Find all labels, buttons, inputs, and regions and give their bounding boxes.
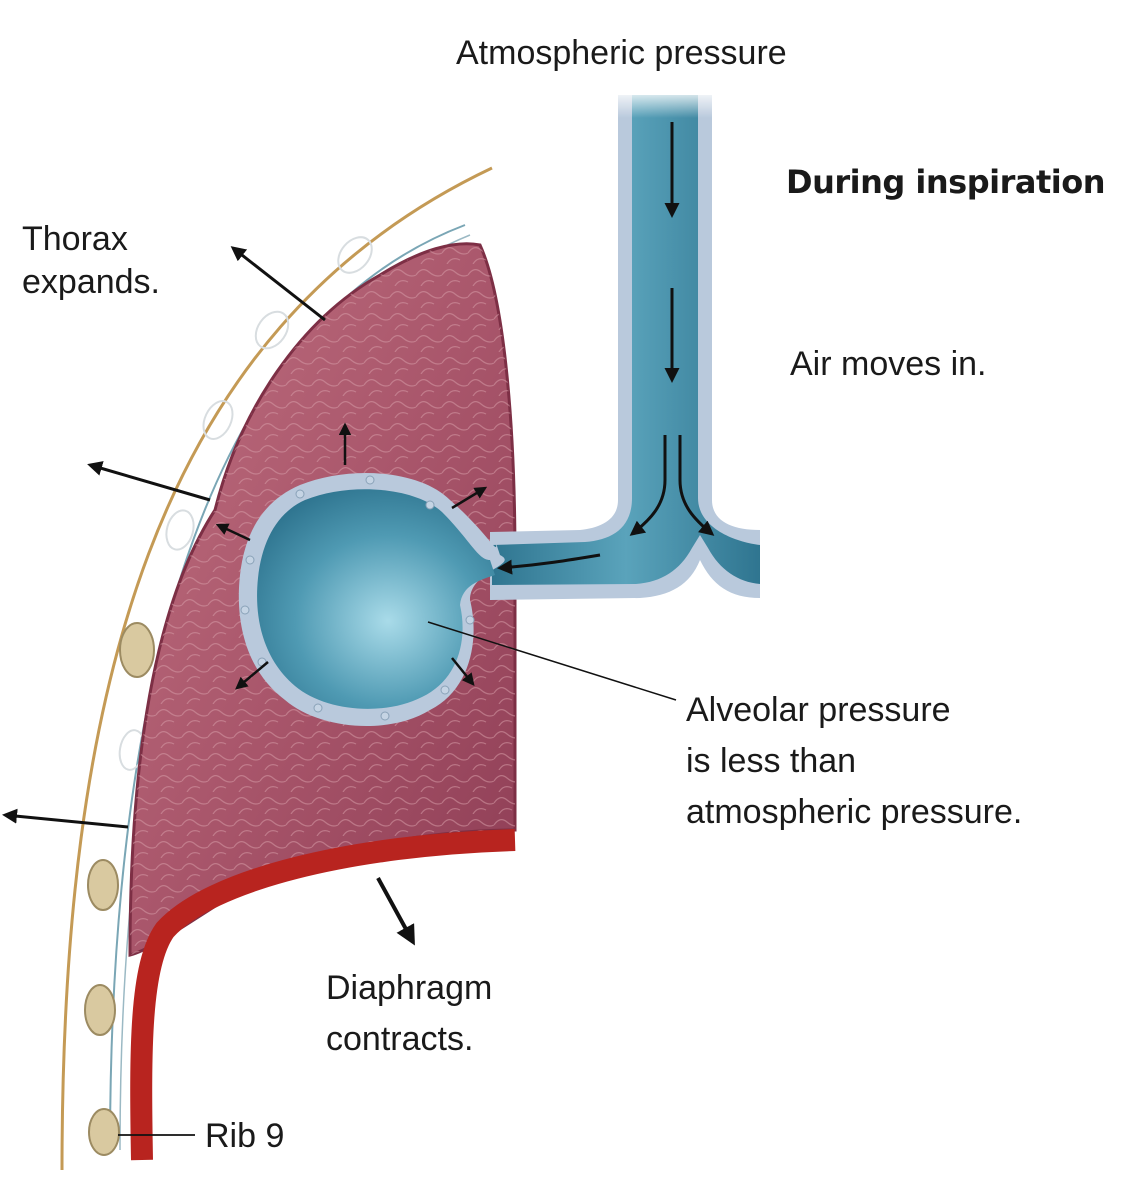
diaphragm-contracts-label: Diaphragm contracts. [326, 963, 492, 1065]
thorax-expands-line-1: Thorax [22, 220, 128, 258]
atmospheric-pressure-label: Atmospheric pressure [456, 34, 787, 72]
air-moves-in-label: Air moves in. [790, 345, 987, 383]
thorax-wall [60, 166, 493, 1171]
diaphragm-arrow [376, 877, 415, 946]
alveolar-pressure-label: Alveolar pressure is less than atmospher… [686, 685, 1022, 838]
alveolus [238, 473, 505, 727]
air-flow-arrows [497, 122, 715, 575]
thorax-arrows [2, 246, 326, 829]
rib-9-label: Rib 9 [205, 1117, 285, 1155]
ribs [84, 622, 155, 1156]
diaphragm-contracts-line-1: Diaphragm [326, 969, 493, 1007]
thorax-expands-line-2: expands. [22, 262, 160, 301]
alveolar-leader [427, 621, 677, 701]
alveolar-pressure-line-1: Alveolar pressure [686, 691, 951, 729]
diaphragm [130, 829, 516, 1161]
alveolar-pressure-line-3: atmospheric pressure. [686, 793, 1023, 831]
alveolar-pressure-line-2: is less than [686, 742, 857, 780]
thorax-expands-label: Thorax expands. [22, 218, 160, 303]
trachea [490, 88, 760, 600]
during-inspiration-label: During inspiration [786, 163, 1106, 201]
expansion-arrows [215, 422, 488, 690]
diaphragm-contracts-line-2: contracts. [326, 1020, 474, 1058]
